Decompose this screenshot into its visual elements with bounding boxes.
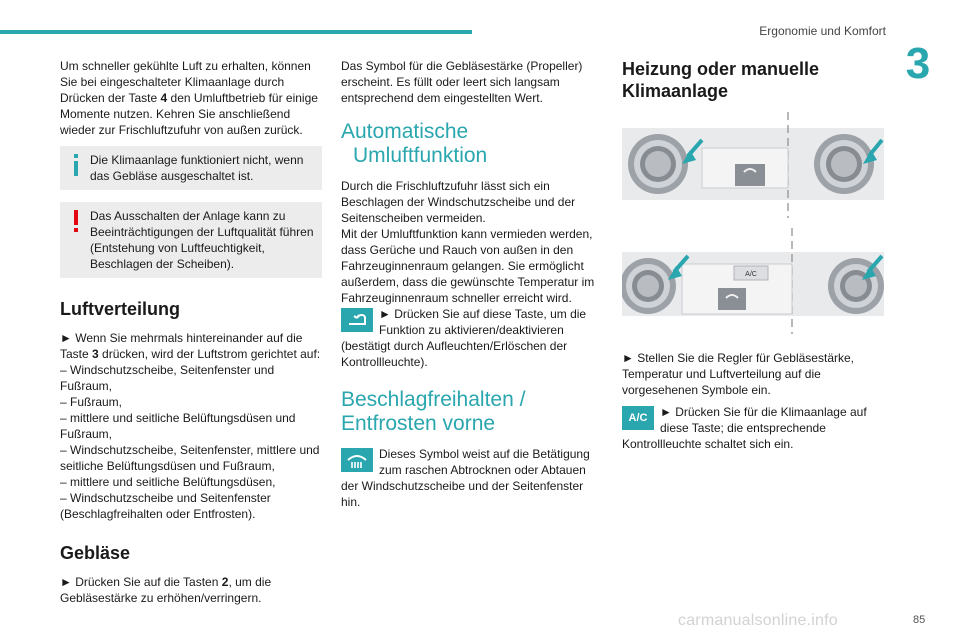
column-1: Um schneller gekühlte Luft zu erhalten, … xyxy=(60,58,322,612)
geb-step: ► Drücken Sie auf die Tasten 2, um die G… xyxy=(60,575,272,605)
recirculation-icon xyxy=(341,308,373,332)
section-title: Ergonomie und Komfort xyxy=(759,24,886,38)
page-number: 85 xyxy=(913,614,926,626)
heading-luftverteilung: Luftverteilung xyxy=(60,299,180,319)
control-panel-photo-lower: A/C xyxy=(622,228,884,334)
heading-automatische-umluftfunktion: Automatische Umluftfunktion xyxy=(341,120,488,167)
info-note-text: Die Klimaanlage funktioniert nicht, wenn… xyxy=(90,153,304,183)
header-accent-bar xyxy=(0,30,472,34)
defrost-paragraph: Dieses Symbol weist auf die Betätigung z… xyxy=(341,447,590,509)
heading-heizung: Heizung oder manuelle Klimaanlage xyxy=(622,59,820,101)
ac-icon: A/C xyxy=(622,406,654,430)
step-regler: ► Stellen Sie die Regler für Gebläsestär… xyxy=(622,351,854,397)
column-2: Das Symbol für die Gebläsestärke (Propel… xyxy=(341,58,603,510)
chapter-number: 3 xyxy=(905,39,931,88)
column-3: Heizung oder manuelle Klimaanlage A/C ► … xyxy=(622,58,884,452)
ac-button-label: A/C xyxy=(745,271,757,278)
luft-list: – Windschutzscheibe, Seitenfenster und F… xyxy=(60,362,322,522)
heading-geblaese: Gebläse xyxy=(60,543,131,563)
auto-paragraph-2: Mit der Umluftfunktion kann vermieden we… xyxy=(341,227,595,305)
info-note: Die Klimaanlage funktioniert nicht, wenn… xyxy=(60,146,322,190)
auto-step: ► Drücken Sie auf diese Taste, um die Fu… xyxy=(341,307,587,369)
list-item: – Windschutzscheibe, Seitenfenster, mitt… xyxy=(60,443,320,473)
luft-step: ► Wenn Sie mehrmals hintereinander auf d… xyxy=(60,331,321,361)
intro-paragraph: Um schneller gekühlte Luft zu erhalten, … xyxy=(60,59,318,137)
watermark: carmanualsonline.info xyxy=(678,612,838,629)
list-item: – Windschutzscheibe und Seitenfenster (B… xyxy=(60,491,271,521)
fan-symbol-paragraph: Das Symbol für die Gebläsestärke (Propel… xyxy=(341,59,583,105)
heading-beschlagfreihalten: Beschlagfreihalten / Entfrosten vorne xyxy=(341,388,526,435)
warning-note: Das Ausschalten der Anlage kann zu Beein… xyxy=(60,202,322,278)
auto-paragraph-1: Durch die Frischluftzufuhr lässt sich ei… xyxy=(341,179,576,225)
list-item: – mittlere und seitliche Belüftungsdüsen… xyxy=(60,475,276,489)
defrost-icon xyxy=(341,448,373,472)
list-item: – Windschutzscheibe, Seitenfenster und F… xyxy=(60,363,275,393)
warning-exclamation-icon xyxy=(74,210,78,232)
list-item: – mittlere und seitliche Belüftungsdüsen… xyxy=(60,411,296,441)
info-icon xyxy=(74,154,78,176)
warning-note-text: Das Ausschalten der Anlage kann zu Beein… xyxy=(90,209,314,271)
list-item: – Fußraum, xyxy=(60,395,123,409)
ac-step: A/C ► Drücken Sie für die Klimaanlage au… xyxy=(622,405,867,451)
control-panel-photo-upper xyxy=(622,112,884,218)
